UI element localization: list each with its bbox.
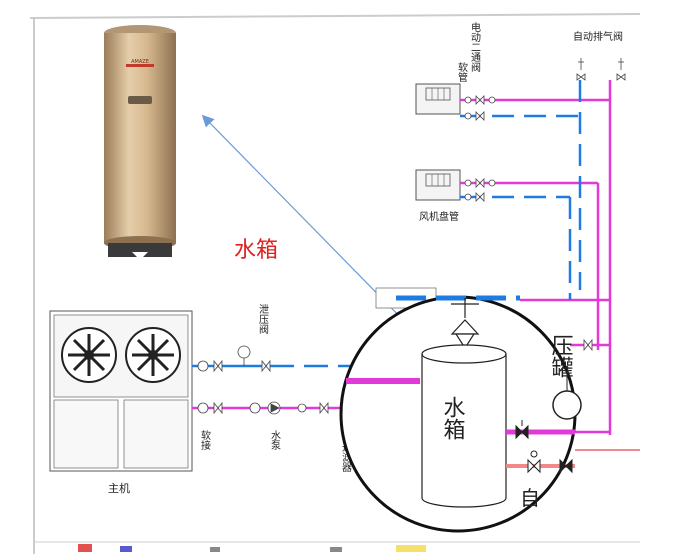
- water-tank-product-image: AMAZE: [104, 25, 176, 260]
- auto-partial-label: 自: [520, 486, 540, 510]
- right-relief-valve: [583, 338, 593, 352]
- pipe-components: [197, 345, 329, 415]
- soft-joint-label: 软接: [199, 429, 211, 451]
- main-unit: [49, 310, 193, 472]
- circle-valves: [515, 420, 573, 474]
- pressure-tank-circle: [552, 390, 582, 420]
- pressure-relief-valve-label: 泄压阀: [257, 303, 269, 335]
- auto-vent-valve-label: 自动排气阀: [573, 30, 623, 43]
- main-unit-label: 主机: [108, 481, 130, 495]
- page-top-border: [29, 13, 641, 19]
- soft-pipe-label: 软管: [456, 61, 468, 83]
- bottom-cropped-strip: [78, 544, 426, 552]
- tank-in-circle-label: 水箱: [440, 396, 466, 440]
- fan-coil-unit-top: [415, 83, 461, 115]
- tank-schematic: [421, 344, 507, 508]
- fan-coil-unit-bottom: [415, 169, 461, 201]
- water-tank-callout-label: 水箱: [234, 238, 278, 263]
- tank-vent-fitting: [450, 298, 480, 350]
- tank-brand-text: AMAZE: [131, 59, 149, 65]
- supply-pipe-lines: [460, 80, 582, 300]
- fan-coil-valves: [464, 95, 496, 202]
- auto-vent-valves: [576, 58, 626, 81]
- water-pump-label: 水泵: [269, 430, 281, 450]
- fan-coil-label: 风机盘管: [419, 210, 459, 223]
- pressure-tank-label: 压罐: [548, 334, 574, 378]
- electric-two-way-valve-label: 电动二通阀: [469, 21, 481, 73]
